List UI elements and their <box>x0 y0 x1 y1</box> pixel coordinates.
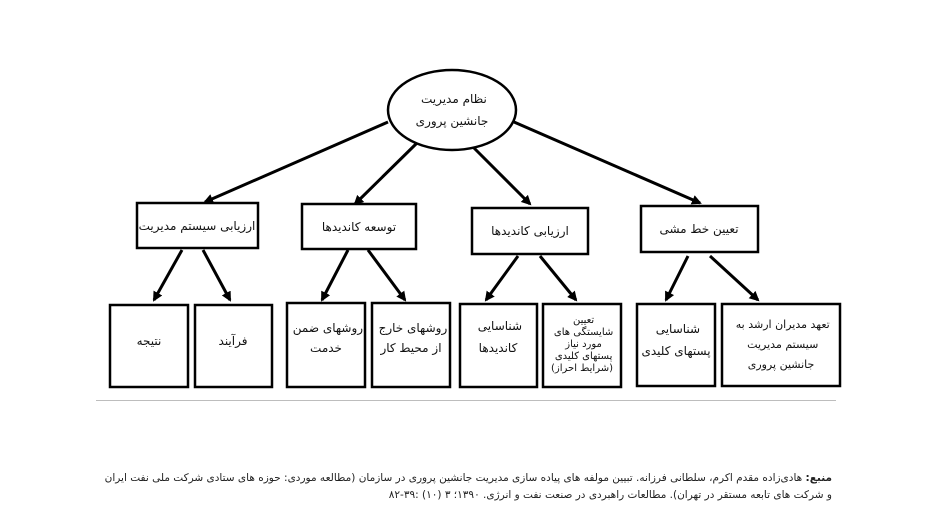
connector-category-1-to-child-0 <box>320 249 350 302</box>
root-label: نظام مدیریت جانشین پروری <box>416 92 489 129</box>
child-label: روشهای ضمن خدمت <box>289 321 363 355</box>
child-2-0-line-1: کاندیدها <box>479 341 518 355</box>
child-label: نتیجه <box>137 334 162 348</box>
connector-root-to-category-2 <box>470 144 532 206</box>
child-node-identify-candidates: شناسایی کاندیدها <box>458 302 539 389</box>
child-label: تعیین شایستگی های مورد نیاز پستهای کلیدی… <box>551 315 614 374</box>
connector-category-3-to-child-1 <box>708 254 760 302</box>
connector-category-0-to-child-0 <box>152 249 184 302</box>
child-3-0-line-0: شناسایی <box>656 322 700 336</box>
root-line-0: نظام مدیریت <box>421 92 487 107</box>
child-3-1-line-2: جانشین پروری <box>748 358 815 371</box>
child-1-0-line-1: خدمت <box>310 341 342 355</box>
child-box <box>193 303 274 389</box>
child-2-1-line-0: تعیین <box>573 315 594 326</box>
child-0-1-line-0: فرآیند <box>219 333 248 349</box>
child-3-1-line-1: سیستم مدیریت <box>747 338 818 351</box>
child-box <box>108 303 190 389</box>
category-label: تعیین خط مشی <box>659 222 738 237</box>
category-label: توسعه کاندیدها <box>322 220 396 235</box>
child-label: شناسایی پستهای کلیدی <box>641 322 710 358</box>
root-connectors <box>203 120 702 206</box>
connector-root-to-category-0 <box>203 120 389 204</box>
child-node-process: فرآیند <box>193 303 274 389</box>
divider-line <box>96 400 836 401</box>
connector-root-to-category-1 <box>353 140 420 206</box>
child-2-1-line-2: مورد نیاز <box>564 339 602 350</box>
connector-category-2-to-child-1 <box>538 255 578 302</box>
org-diagram: نظام مدیریت جانشین پروری ارزیابی سیستم م… <box>108 68 842 389</box>
child-3-1-line-0: تعهد مدیران ارشد به <box>736 318 830 331</box>
child-node-senior-management-commitment: تعهد مدیران ارشد به سیستم مدیریت جانشین … <box>720 302 842 388</box>
root-ellipse <box>386 68 518 152</box>
child-1-0-line-0: روشهای ضمن <box>293 321 364 336</box>
child-label: تعهد مدیران ارشد به سیستم مدیریت جانشین … <box>732 318 829 371</box>
category-box <box>470 206 590 256</box>
connector-category-3-to-child-0 <box>664 255 690 302</box>
child-2-0-line-0: شناسایی <box>478 319 522 333</box>
child-node-identify-key-positions: شناسایی پستهای کلیدی <box>635 302 717 388</box>
connector-category-1-to-child-1 <box>366 249 407 302</box>
root-node: نظام مدیریت جانشین پروری <box>386 68 518 152</box>
category-box <box>639 204 760 254</box>
child-node-required-competencies: تعیین شایستگی های مورد نیاز پستهای کلیدی… <box>541 302 623 389</box>
child-box <box>720 302 842 388</box>
category-node-define-policy: تعیین خط مشی <box>639 204 760 254</box>
child-0-0-line-0: نتیجه <box>137 334 162 348</box>
category-box <box>135 201 260 250</box>
category-label: ارزیابی کاندیدها <box>491 224 569 239</box>
category-node-develop-candidates: توسعه کاندیدها <box>300 202 418 251</box>
category-3-line-0: تعیین خط مشی <box>659 222 738 237</box>
child-2-1-line-3: پستهای کلیدی <box>555 351 613 362</box>
category-box <box>300 202 418 251</box>
category-label: ارزیابی سیستم مدیریت <box>139 219 256 234</box>
child-3-0-line-1: پستهای کلیدی <box>641 344 710 358</box>
category-0-line-0: ارزیابی سیستم مدیریت <box>139 219 256 234</box>
root-line-1: جانشین پروری <box>416 114 489 129</box>
child-node-result: نتیجه <box>108 303 190 389</box>
child-label: فرآیند <box>219 333 248 349</box>
child-1-1-line-0: روشهای خارج <box>379 321 448 336</box>
category-node-evaluate-management-system: ارزیابی سیستم مدیریت <box>135 201 260 250</box>
source-text: هادی‌زاده مقدم اکرم، سلطانی فرزانه. تبیی… <box>104 472 832 501</box>
child-label: شناسایی کاندیدها <box>474 319 522 355</box>
connector-category-2-to-child-0 <box>484 255 520 302</box>
child-node-off-site-methods: روشهای خارج از محیط کار <box>370 301 452 389</box>
child-box <box>458 302 539 389</box>
child-box <box>541 302 623 389</box>
category-2-line-0: ارزیابی کاندیدها <box>491 224 569 239</box>
child-label: روشهای خارج از محیط کار <box>375 321 448 356</box>
source-caption: منبع: هادی‌زاده مقدم اکرم، سلطانی فرزانه… <box>100 470 832 504</box>
connector-category-0-to-child-1 <box>201 249 232 302</box>
child-connectors <box>152 249 760 302</box>
child-1-1-line-1: از محیط کار <box>379 341 441 356</box>
child-2-1-line-4: (شرایط احراز) <box>551 363 613 374</box>
child-box <box>285 301 367 389</box>
child-node-in-service-methods: روشهای ضمن خدمت <box>285 301 367 389</box>
connector-root-to-category-3 <box>513 120 702 205</box>
category-1-line-0: توسعه کاندیدها <box>322 220 396 235</box>
child-2-1-line-1: شایستگی های <box>554 326 613 338</box>
source-label: منبع: <box>805 472 832 484</box>
child-box <box>635 302 717 388</box>
child-box <box>370 301 452 389</box>
category-node-evaluate-candidates: ارزیابی کاندیدها <box>470 206 590 256</box>
